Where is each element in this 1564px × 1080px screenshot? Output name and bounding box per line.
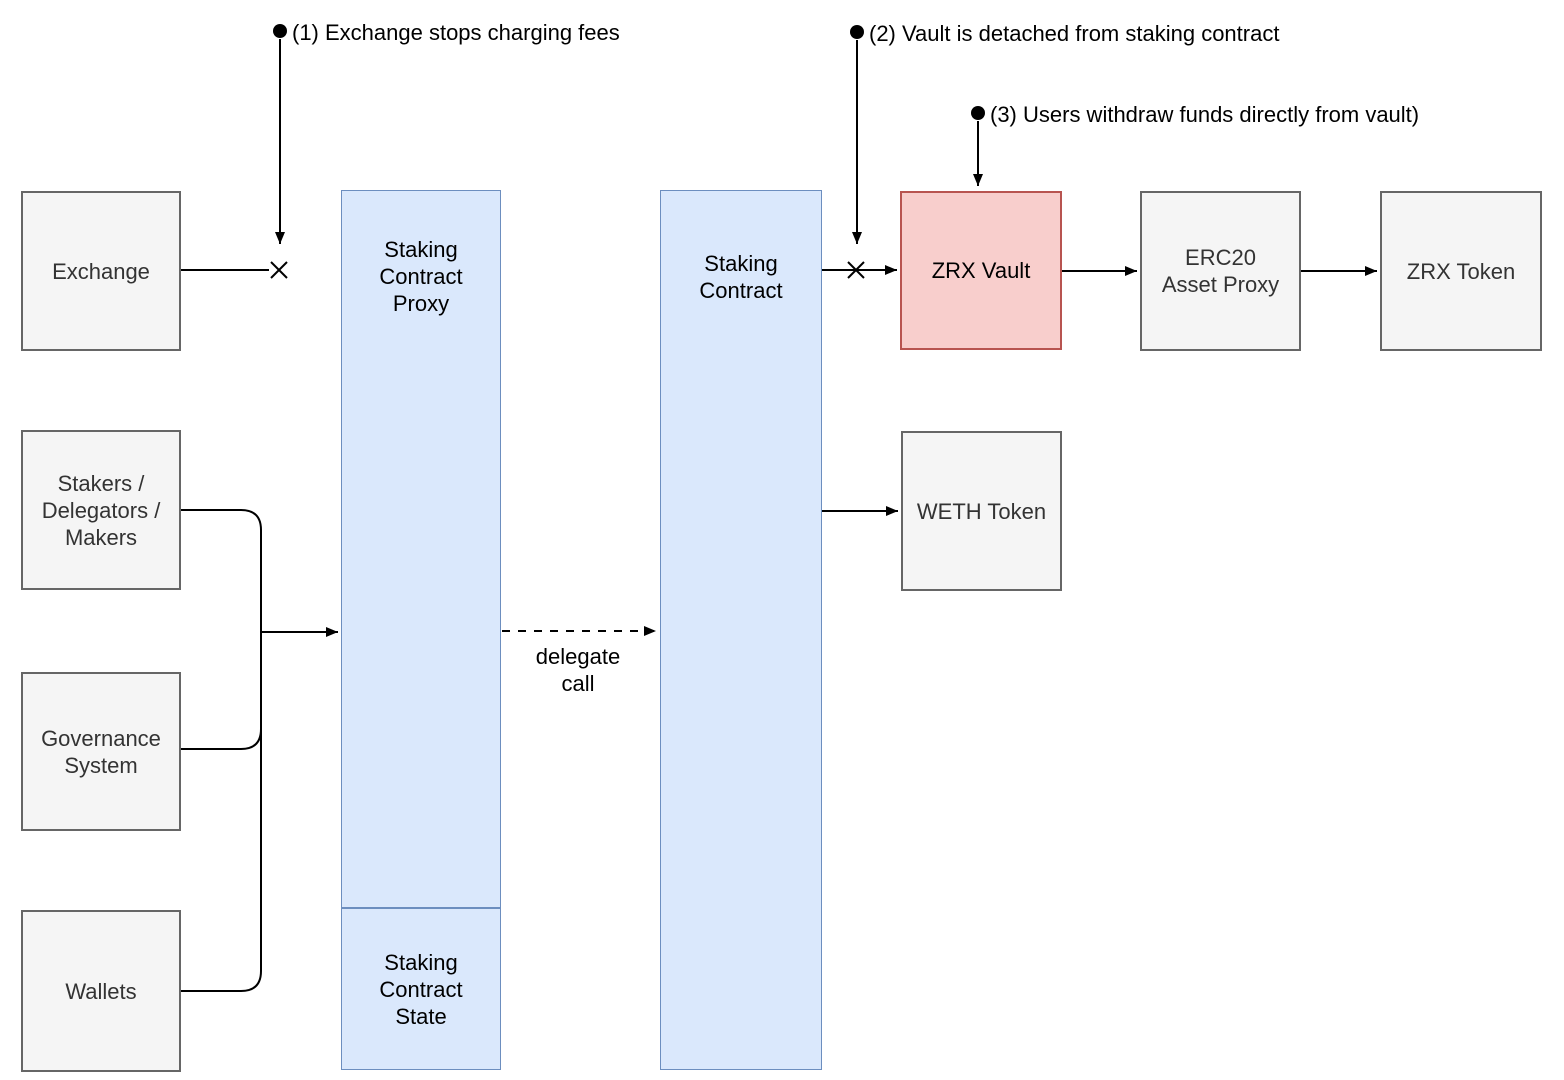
node-exchange: Exchange	[21, 191, 181, 351]
edge-governance-bus	[181, 632, 262, 750]
node-exchange-label: Exchange	[52, 258, 150, 284]
severed-x-2-icon	[847, 261, 865, 279]
node-erc20-asset-proxy-label: ERC20 Asset Proxy	[1161, 245, 1280, 297]
delegate-call-label: delegate call	[535, 644, 621, 696]
node-wallets-label: Wallets	[65, 978, 137, 1004]
node-staking-contract-proxy: Staking Contract Proxy	[341, 190, 501, 908]
node-governance-label: Governance System	[41, 725, 161, 778]
node-governance-system: Governance System	[21, 672, 181, 831]
node-zrx-token: ZRX Token	[1380, 191, 1542, 351]
annotation-1-text: (1) Exchange stops charging fees	[292, 20, 620, 45]
edge-stakers-bus	[181, 509, 262, 632]
node-staking-contract: Staking Contract	[660, 190, 822, 1070]
node-stakers-label: Stakers / Delegators / Makers	[41, 470, 161, 550]
node-wallets: Wallets	[21, 910, 181, 1072]
node-staking-contract-state: Staking Contract State	[341, 908, 501, 1070]
node-erc20-asset-proxy: ERC20 Asset Proxy	[1140, 191, 1301, 351]
node-weth-token: WETH Token	[901, 431, 1062, 591]
node-stakers-delegators-makers: Stakers / Delegators / Makers	[21, 430, 181, 590]
node-staking-contract-proxy-label: Staking Contract Proxy	[379, 237, 463, 316]
node-zrx-vault-label: ZRX Vault	[931, 258, 1031, 283]
annotation-2-dot	[850, 25, 864, 39]
edge-wallets-bus	[181, 632, 262, 992]
annotation-1-dot	[273, 24, 287, 38]
annotation-3-text: (3) Users withdraw funds directly from v…	[990, 102, 1420, 127]
node-zrx-vault: ZRX Vault	[900, 191, 1062, 350]
annotation-3-dot	[971, 106, 985, 120]
node-weth-token-label: WETH Token	[916, 498, 1047, 524]
node-staking-contract-state-label: Staking Contract State	[379, 949, 463, 1029]
annotation-2-text: (2) Vault is detached from staking contr…	[869, 21, 1280, 46]
node-staking-contract-label: Staking Contract	[699, 251, 783, 303]
severed-x-1-icon	[270, 261, 288, 279]
node-zrx-token-label: ZRX Token	[1406, 258, 1516, 284]
